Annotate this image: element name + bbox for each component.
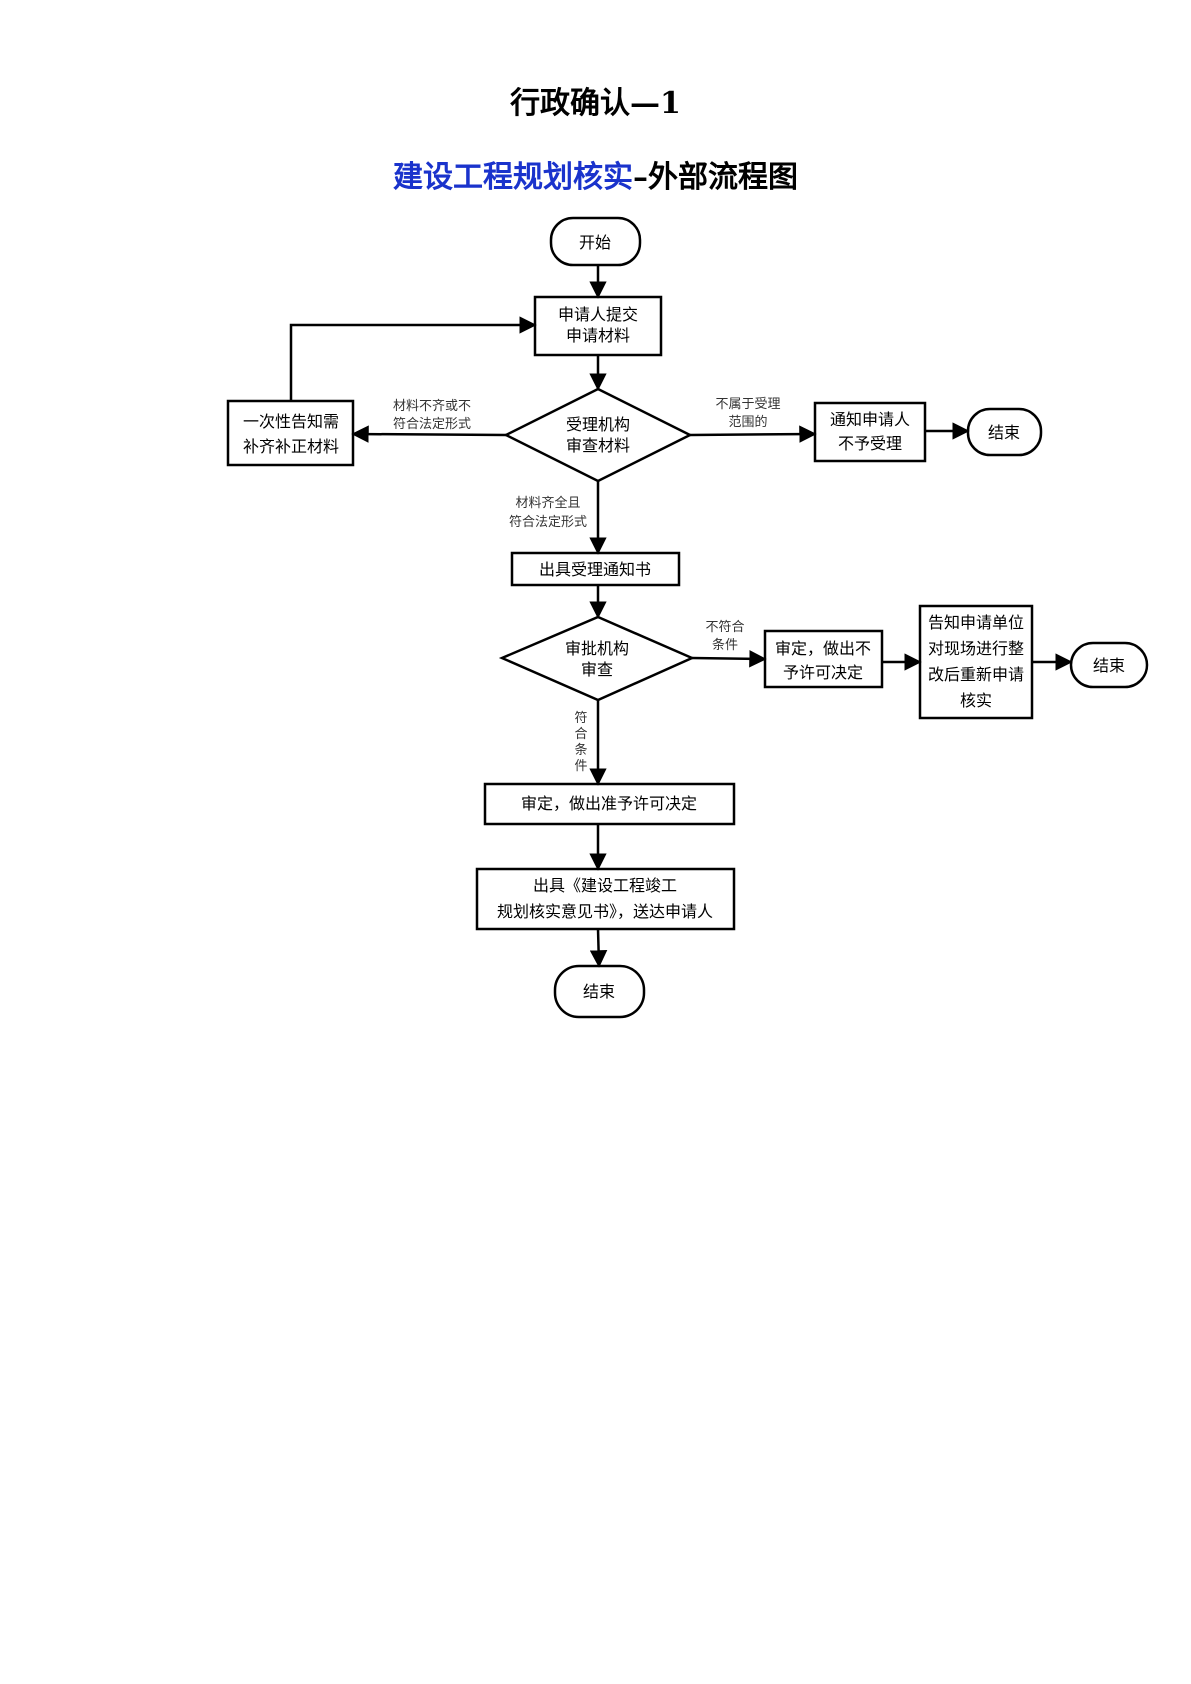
submit-node bbox=[533, 295, 663, 357]
end-final-label: 结束 bbox=[583, 982, 615, 1001]
rectify-label-3: 改后重新申请 bbox=[928, 665, 1024, 684]
rectify-node bbox=[918, 604, 1034, 720]
arrow-approval-deny bbox=[691, 650, 767, 668]
accept-notice-node bbox=[510, 551, 681, 587]
edge-label-complete-2: 符合法定形式 bbox=[509, 514, 587, 530]
approval-review-label-1: 审批机构 bbox=[565, 639, 629, 658]
arrow-supplement-submit bbox=[289, 316, 537, 401]
edge-label-qualified-1: 符 bbox=[574, 710, 587, 726]
page-subtitle: 建设工程规划核实–外部流程图 bbox=[0, 152, 1191, 196]
grant-decision-node bbox=[483, 782, 736, 826]
arrow-review-notify bbox=[689, 425, 817, 443]
rectify-label-2: 对现场进行整 bbox=[928, 639, 1024, 658]
deny-decision-node bbox=[763, 629, 884, 689]
notify-reject-label-2: 不予受理 bbox=[838, 434, 902, 453]
review-materials-label-2: 审查材料 bbox=[566, 436, 630, 455]
approval-review-decision bbox=[498, 615, 696, 702]
review-materials-decision bbox=[503, 387, 693, 483]
edge-label-not-qualified-1: 不符合 bbox=[705, 619, 744, 635]
edge-label-qualified-2: 合 bbox=[574, 727, 587, 742]
deny-decision-label-1: 审定，做出不 bbox=[775, 639, 871, 658]
accept-notice-label: 出具受理通知书 bbox=[539, 560, 651, 579]
submit-label-2: 申请材料 bbox=[566, 326, 630, 345]
edge-label-qualified-4: 件 bbox=[574, 759, 587, 774]
edge-label-out-of-scope-1: 不属于受理 bbox=[715, 397, 780, 412]
approval-review-label-2: 审查 bbox=[581, 660, 613, 679]
issue-opinion-label-1: 出具《建设工程竣工 bbox=[533, 876, 677, 895]
deny-decision-label-2: 予许可决定 bbox=[783, 663, 863, 682]
page-title: 行政确认—1 bbox=[510, 86, 681, 121]
edge-label-complete-1: 材料齐全且 bbox=[515, 495, 580, 511]
start-node bbox=[549, 216, 642, 267]
notify-reject-node bbox=[813, 401, 927, 463]
submit-label-1: 申请人提交 bbox=[558, 305, 638, 324]
subtitle-suffix: –外部流程图 bbox=[633, 160, 798, 195]
grant-decision-label: 审定，做出准予许可决定 bbox=[521, 794, 697, 813]
end-reject-label: 结束 bbox=[988, 423, 1020, 442]
end-rectify-label: 结束 bbox=[1093, 656, 1125, 675]
arrow-review-supplement bbox=[351, 425, 507, 443]
edge-label-incomplete-2: 符合法定形式 bbox=[393, 416, 471, 432]
supplement-label-1: 一次性告知需 bbox=[243, 412, 339, 431]
edge-label-qualified-3: 条 bbox=[574, 742, 587, 758]
rectify-label-4: 核实 bbox=[960, 691, 992, 710]
arrow-issue-end bbox=[589, 928, 608, 968]
notify-reject-label-1: 通知申请人 bbox=[830, 410, 910, 429]
start-label: 开始 bbox=[579, 233, 611, 252]
edge-label-not-qualified-2: 条件 bbox=[712, 637, 738, 653]
edge-label-incomplete-1: 材料不齐或不 bbox=[393, 398, 471, 414]
issue-opinion-label-2: 规划核实意见书》，送达申请人 bbox=[497, 902, 713, 921]
rectify-label-1: 告知申请单位 bbox=[928, 613, 1024, 632]
review-materials-label-1: 受理机构 bbox=[566, 415, 630, 434]
supplement-label-2: 补齐补正材料 bbox=[243, 437, 339, 456]
edge-label-out-of-scope-2: 范围的 bbox=[728, 414, 767, 430]
subtitle-accent: 建设工程规划核实 bbox=[393, 160, 633, 195]
